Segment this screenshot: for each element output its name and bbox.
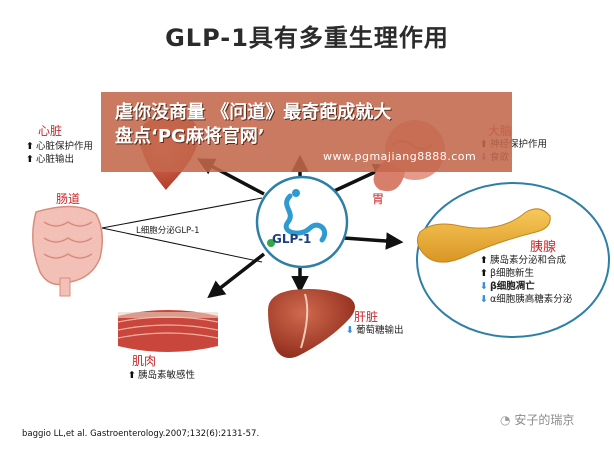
up-arrow-icon: ⬆: [480, 268, 488, 279]
down-arrow-icon: ⬇: [346, 325, 354, 336]
stomach-label: 胃: [372, 192, 385, 206]
heart-effect-2: ⬆心脏输出: [26, 154, 74, 165]
glp1-center: [255, 175, 349, 269]
liver-illustration: [268, 289, 355, 358]
heart-label: 心脏: [38, 124, 63, 138]
intestine-label: 肠道: [56, 192, 81, 206]
up-arrow-icon: ⬆: [128, 370, 136, 381]
ad-banner-line2: 盘点‘PG麻将官网’: [115, 126, 265, 147]
pancreas-effect-2: ⬆β细胞新生: [480, 268, 535, 279]
heart-effects: ⬆心脏保护作用 ⬆心脏输出: [26, 140, 93, 166]
liver-effects: ⬇葡萄糖输出: [346, 324, 403, 337]
citation: baggio LL,et al. Gastroenterology.2007;1…: [22, 429, 260, 439]
intestine-arrow-text: L细胞分泌GLP-1: [136, 226, 200, 236]
muscle-illustration: [117, 310, 219, 352]
wechat-icon: ◔: [500, 413, 511, 427]
liver-effect-1: ⬇葡萄糖输出: [346, 325, 404, 336]
ad-banner-url[interactable]: www.pgmajiang8888.com: [323, 150, 477, 163]
watermark: ◔ 安子的瑞京: [500, 413, 575, 427]
intestine-illustration: [32, 205, 103, 297]
up-arrow-icon: ⬆: [480, 255, 488, 266]
down-arrow-icon: ⬇: [480, 294, 488, 305]
pancreas-panel: [416, 182, 610, 338]
up-arrow-icon: ⬆: [26, 154, 34, 165]
intestine-lines: [101, 197, 263, 263]
pancreas-effect-1: ⬆胰岛素分泌和合成: [480, 255, 566, 266]
pancreas-effect-3: ⬇β细胞凋亡: [480, 281, 535, 292]
ad-banner[interactable]: 虐你没商量 《问道》最奇葩成就大 盘点‘PG麻将官网’ www.pgmajian…: [101, 92, 512, 172]
ad-banner-line1: 虐你没商量 《问道》最奇葩成就大: [115, 102, 392, 123]
up-arrow-icon: ⬆: [26, 141, 34, 152]
pancreas-label: 胰腺: [530, 240, 557, 255]
pancreas-effect-4: ⬇α细胞胰高糖素分泌: [480, 294, 573, 305]
muscle-label: 肌肉: [132, 354, 157, 368]
down-arrow-icon: ⬇: [480, 281, 488, 292]
page-title: GLP-1具有多重生理作用: [165, 24, 449, 52]
pancreas-effects: ⬆胰岛素分泌和合成 ⬆β细胞新生 ⬇β细胞凋亡 ⬇α细胞胰高糖素分泌: [480, 254, 572, 306]
muscle-effect-1: ⬆胰岛素敏感性: [128, 370, 195, 381]
liver-label: 肝脏: [354, 310, 379, 324]
muscle-effects: ⬆胰岛素敏感性: [128, 369, 195, 382]
center-label: GLP-1: [272, 232, 312, 246]
heart-effect-1: ⬆心脏保护作用: [26, 141, 93, 152]
